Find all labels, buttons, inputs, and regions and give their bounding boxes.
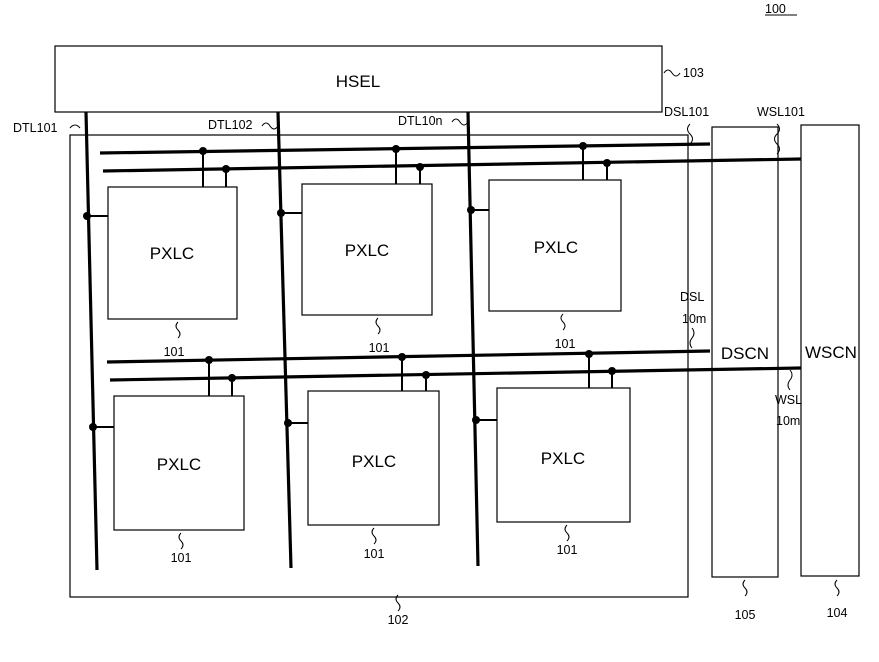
- cell-13-wsl-node: [603, 159, 611, 167]
- pixel-cell-12-ref: 101: [369, 341, 390, 355]
- wsl-10m-leader: [788, 370, 792, 390]
- cell-11-wsl-node: [222, 165, 230, 173]
- dsl-101-label: DSL101: [664, 105, 709, 119]
- hsel-ref-leader: [664, 70, 680, 76]
- data-line-2-label: DTL102: [208, 118, 253, 132]
- cell-13-dsl-node: [579, 142, 587, 150]
- data-line-2-leader: [262, 123, 278, 129]
- pixel-cell-m1-label: PXLC: [157, 455, 201, 474]
- dsl-10m-leader: [690, 328, 694, 348]
- cell-11-dsl-node: [199, 147, 207, 155]
- dsl-10m-label-2: 10m: [682, 312, 706, 326]
- pixel-cell-12-label: PXLC: [345, 241, 389, 260]
- pixel-cell-m2-ref: 101: [364, 547, 385, 561]
- cell-m3-wsl-node: [608, 367, 616, 375]
- data-line-n-leader: [452, 119, 468, 125]
- wsl-101-label: WSL101: [757, 105, 805, 119]
- cell-m1-dsl-node: [205, 356, 213, 364]
- dsl-10m-label-1: DSL: [680, 290, 704, 304]
- cell-m3-dsl-node: [585, 350, 593, 358]
- pixel-cell-m3-label: PXLC: [541, 449, 585, 468]
- cell-13-data-node: [467, 206, 475, 214]
- wsl-10m-label-2: 10m: [776, 414, 800, 428]
- hsel-ref: 103: [683, 66, 704, 80]
- dscn-label: DSCN: [721, 344, 769, 363]
- cell-m2-dsl-node: [398, 353, 406, 361]
- hsel-label: HSEL: [336, 72, 380, 91]
- dscn-ref-leader: [743, 580, 747, 596]
- pixel-cell-m3-ref: 101: [557, 543, 578, 557]
- cell-m3-data-node: [472, 416, 480, 424]
- pixel-cell-11-label: PXLC: [150, 244, 194, 263]
- cell-12-dsl-node: [392, 145, 400, 153]
- cell-m2-data-node: [284, 419, 292, 427]
- cell-m1-data-node: [89, 423, 97, 431]
- cell-12-data-node: [277, 209, 285, 217]
- cell-m1-wsl-node: [228, 374, 236, 382]
- wscn-label: WSCN: [805, 343, 857, 362]
- array-ref: 102: [388, 613, 409, 627]
- data-line-1-leader: [70, 125, 80, 128]
- pixel-cell-m1-ref: 101: [171, 551, 192, 565]
- pixel-cell-13-label: PXLC: [534, 238, 578, 257]
- wscn-ref-leader: [835, 580, 839, 596]
- cell-11-data-node: [83, 212, 91, 220]
- wsl-10m-label-1: WSL: [775, 393, 802, 407]
- pixel-cell-13-ref: 101: [555, 337, 576, 351]
- pixel-cell-m2-label: PXLC: [352, 452, 396, 471]
- pixel-cell-11-ref: 101: [164, 345, 185, 359]
- figure-ref-label: 100: [765, 2, 786, 16]
- dscn-ref: 105: [735, 608, 756, 622]
- data-line-n-label: DTL10n: [398, 114, 443, 128]
- cell-m2-wsl-node: [422, 371, 430, 379]
- data-line-1-label: DTL101: [13, 121, 58, 135]
- wscn-ref: 104: [827, 606, 848, 620]
- cell-12-wsl-node: [416, 163, 424, 171]
